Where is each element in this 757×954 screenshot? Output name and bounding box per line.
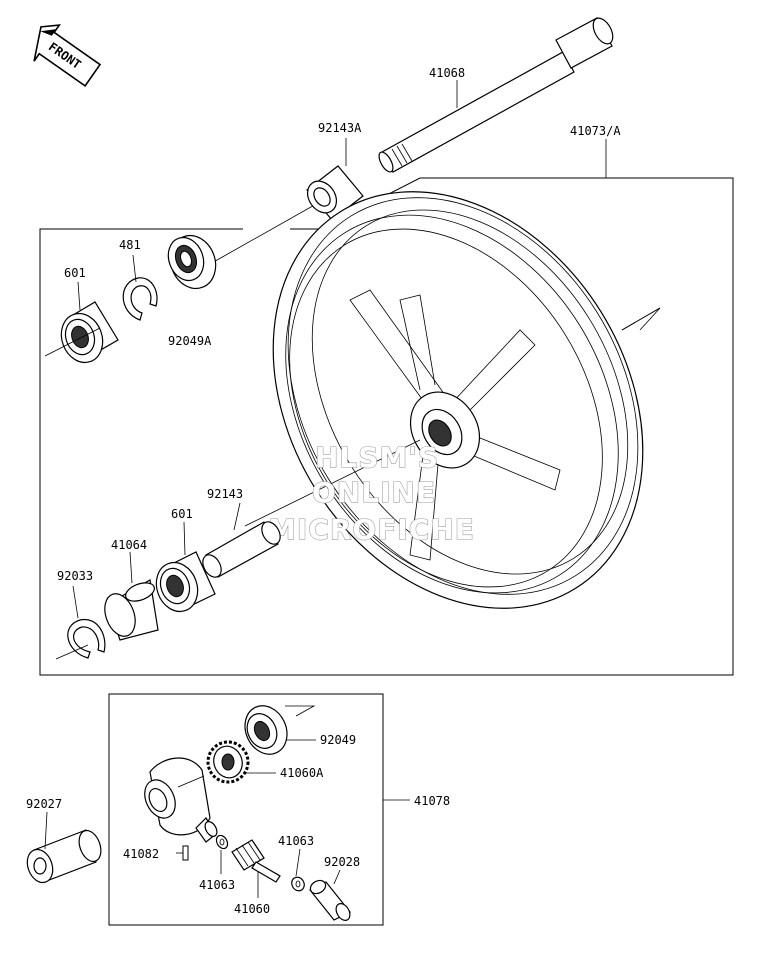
collar-92143a <box>306 138 364 221</box>
label-41063-left: 41063 <box>199 878 235 892</box>
label-92049: 92049 <box>320 733 356 747</box>
label-601-lower: 601 <box>171 507 193 521</box>
axle-shaft <box>209 17 614 265</box>
label-92033: 92033 <box>57 569 93 583</box>
part-labels: 41068 41073/A 92143A 481 601 92049A 9214… <box>26 66 621 916</box>
label-601-top: 601 <box>64 266 86 280</box>
label-41064: 41064 <box>111 538 147 552</box>
gearbox-frame <box>108 693 384 926</box>
collar-92143 <box>202 502 281 578</box>
watermark: HLSM'S ONLINE MICROFICHE <box>267 440 475 546</box>
label-41060a: 41060A <box>280 766 324 780</box>
label-92028: 92028 <box>324 855 360 869</box>
snap-ring-92033 <box>55 585 106 660</box>
spacer-92027 <box>26 811 102 884</box>
label-41073a: 41073/A <box>570 124 621 138</box>
watermark-line-1: HLSM'S <box>315 441 439 474</box>
pin-41082 <box>176 845 189 861</box>
label-41078: 41078 <box>414 794 450 808</box>
circlip-481 <box>122 277 158 321</box>
seal-92049 <box>244 705 316 755</box>
pinion-41060 <box>231 839 281 898</box>
label-41060: 41060 <box>234 902 270 916</box>
seal-92049a <box>167 234 217 290</box>
front-arrow-icon: FRONT <box>33 24 102 87</box>
bearing-601-top <box>44 281 119 364</box>
watermark-line-2: ONLINE <box>312 476 436 509</box>
label-481: 481 <box>119 238 141 252</box>
hub-cover-41064 <box>104 551 159 641</box>
label-92049a: 92049A <box>168 334 212 348</box>
washer-41063-left <box>215 834 229 874</box>
label-92143: 92143 <box>207 487 243 501</box>
label-92143a: 92143A <box>318 121 362 135</box>
bearing-601-lower <box>155 521 216 613</box>
small-collar <box>195 817 218 843</box>
label-41063-right: 41063 <box>278 834 314 848</box>
washer-41063-right <box>291 848 305 892</box>
bushing-92028 <box>309 869 351 921</box>
label-41082: 41082 <box>123 847 159 861</box>
gear-housing <box>144 757 211 836</box>
label-41068: 41068 <box>429 66 465 80</box>
wheel-rim <box>244 191 661 609</box>
gear-41060a <box>206 740 276 784</box>
label-92027: 92027 <box>26 797 62 811</box>
watermark-line-3: MICROFICHE <box>268 513 475 546</box>
